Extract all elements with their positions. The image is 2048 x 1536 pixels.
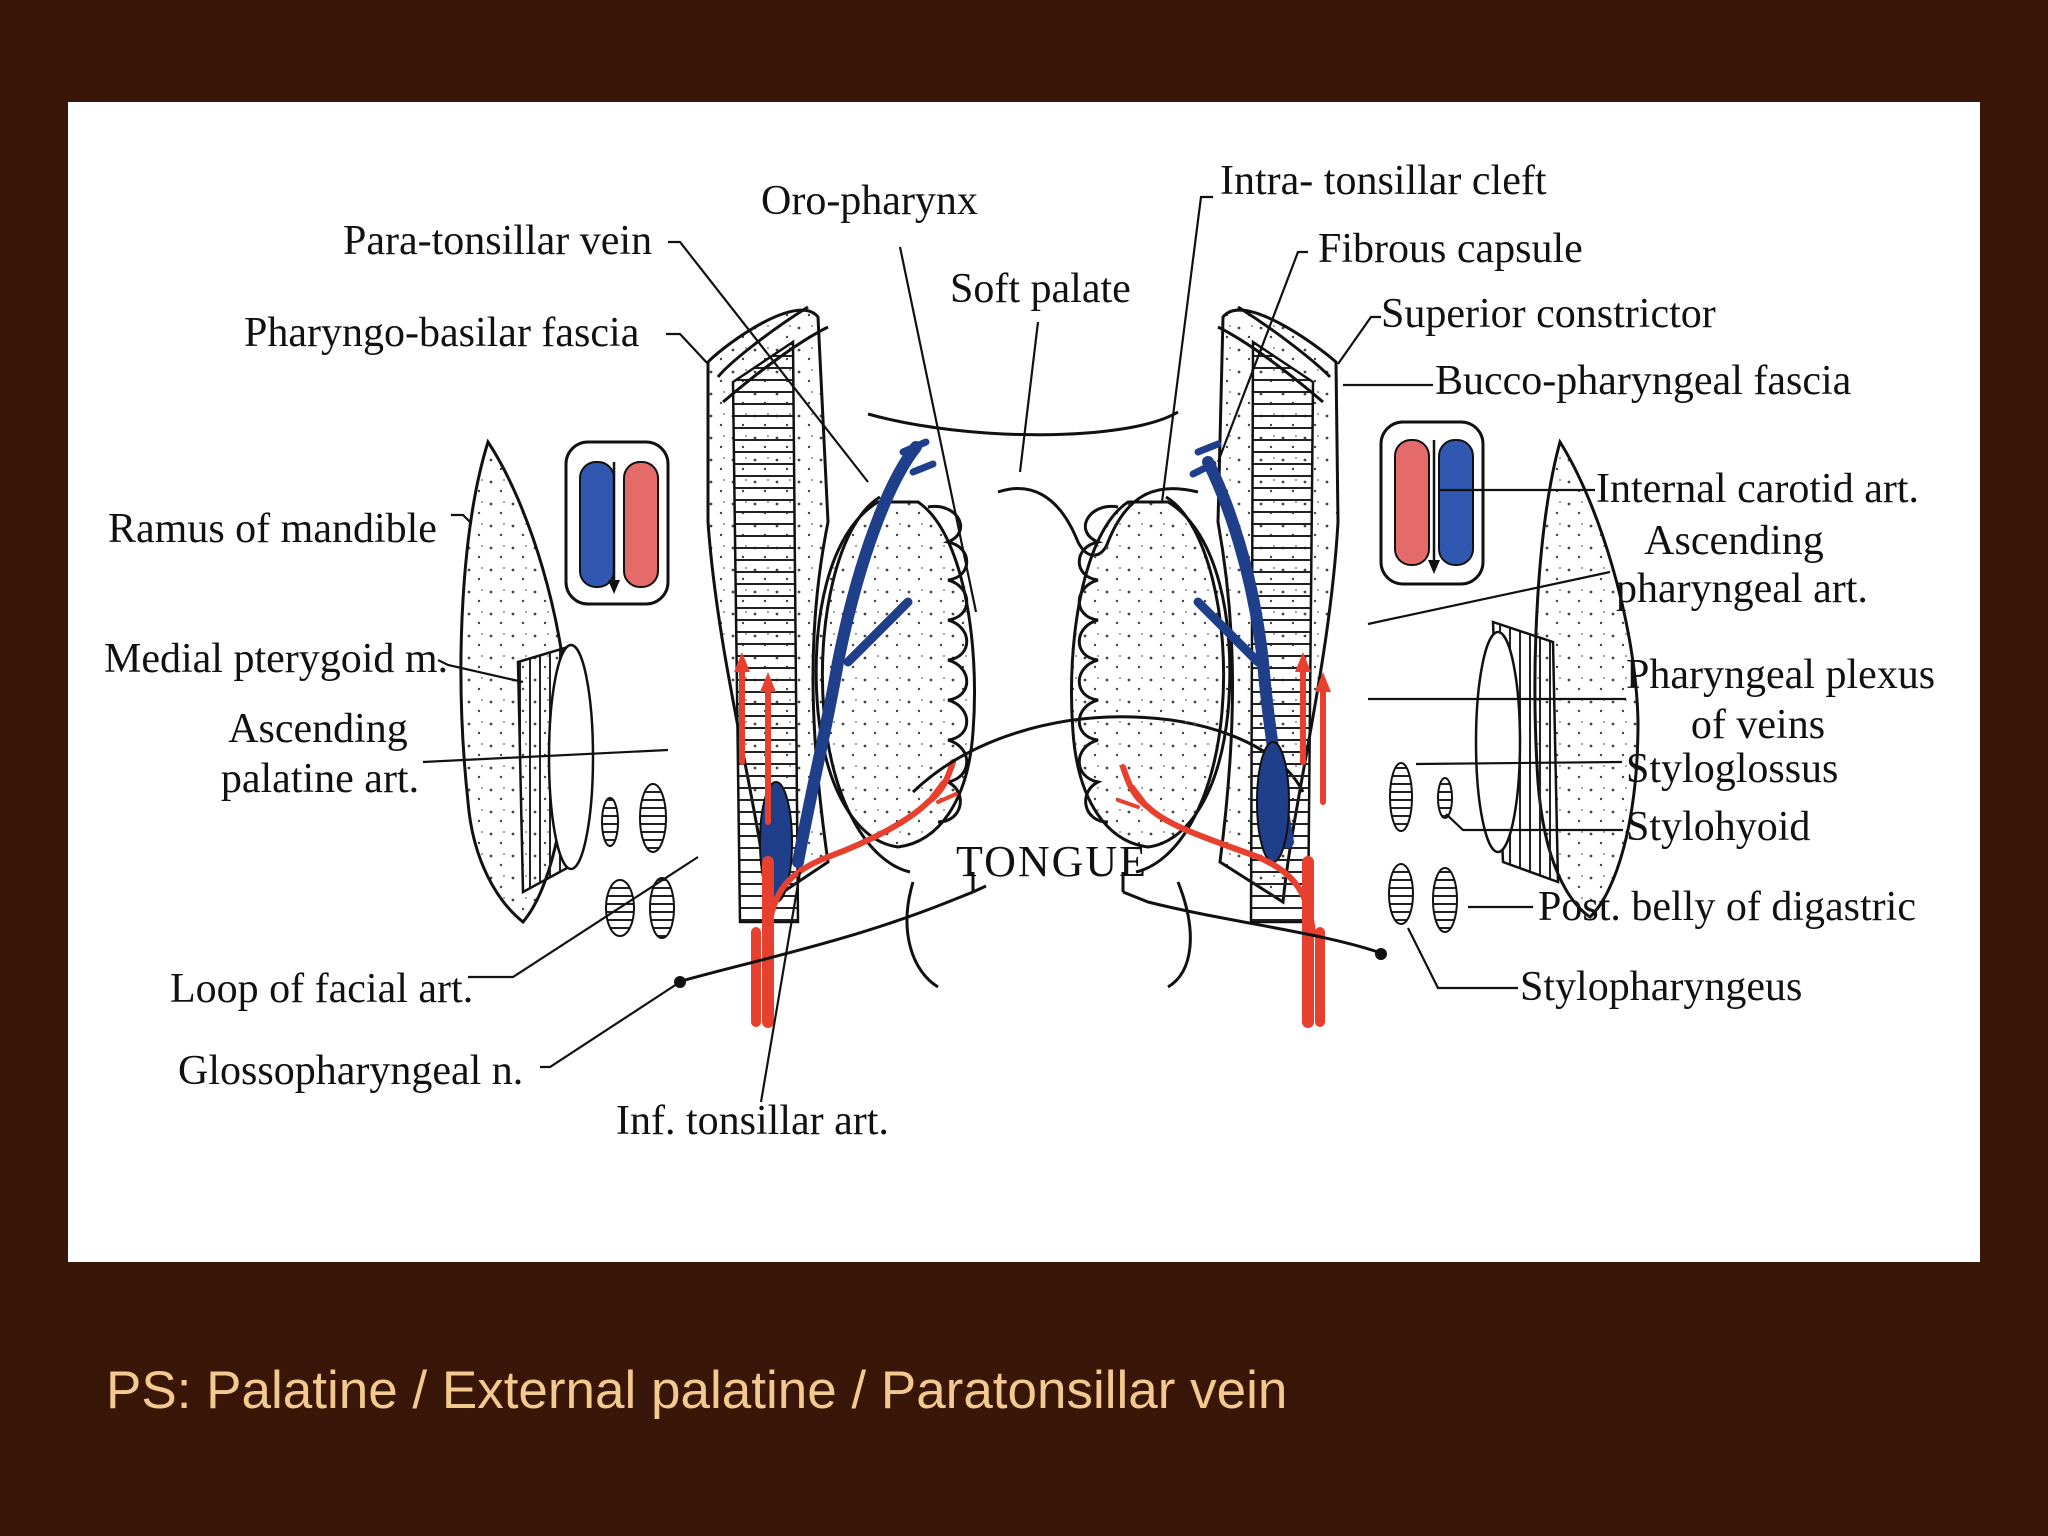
label-loop-of-facial-art: Loop of facial art.	[170, 966, 473, 1012]
label-oro-pharynx: Oro-pharynx	[761, 178, 978, 224]
right-side-structures	[1070, 305, 1640, 1028]
label-stylohyoid: Stylohyoid	[1626, 804, 1810, 850]
label-para-tonsillar-vein: Para-tonsillar vein	[343, 218, 652, 264]
left-side-structures	[459, 305, 987, 1028]
ramus-of-mandible-right	[1533, 438, 1640, 919]
label-soft-palate: Soft palate	[950, 266, 1131, 312]
label-ascending-palatine-1: Ascending	[228, 706, 408, 752]
veins-right	[1189, 440, 1294, 863]
label-inf-tonsillar-art: Inf. tonsillar art.	[616, 1098, 889, 1144]
label-stylopharyngeus: Stylopharyngeus	[1520, 964, 1802, 1010]
label-medial-pterygoid: Medial pterygoid m.	[104, 636, 448, 682]
arteries-left	[734, 652, 958, 1028]
label-styloglossus: Styloglossus	[1626, 746, 1838, 792]
label-ascending-pharyngeal-1: Ascending	[1644, 518, 1824, 564]
muscle-ovals-right	[1388, 762, 1458, 933]
label-ascending-palatine-2: palatine art.	[221, 756, 419, 802]
tonsil-bed-diagram: Para-tonsillar vein Pharyngo-basilar fas…	[104, 158, 1935, 1144]
label-superior-constrictor: Superior constrictor	[1381, 291, 1716, 337]
label-ascending-pharyngeal-2: pharyngeal art.	[1616, 566, 1868, 612]
label-pharyngeal-plexus-2: of veins	[1691, 702, 1825, 748]
diagram-labels: Para-tonsillar vein Pharyngo-basilar fas…	[104, 158, 1935, 1144]
leader-lines	[422, 195, 1626, 1103]
arteries-right	[1116, 652, 1331, 1028]
diagram-panel: Para-tonsillar vein Pharyngo-basilar fas…	[68, 102, 1980, 1262]
muscle-ovals-left	[601, 783, 675, 939]
carotid-cylinder-right	[1379, 420, 1485, 586]
label-internal-carotid-art: Internal carotid art.	[1596, 466, 1919, 512]
label-ramus-of-mandible: Ramus of mandible	[108, 506, 437, 552]
label-pharyngo-basilar-fascia: Pharyngo-basilar fascia	[244, 310, 640, 356]
soft-palate-arc	[867, 410, 1179, 437]
tonsil-right	[1070, 500, 1232, 849]
label-intra-tonsillar-cleft: Intra- tonsillar cleft	[1220, 158, 1547, 204]
slide-caption: PS: Palatine / External palatine / Parat…	[106, 1361, 1288, 1420]
label-tongue: TONGUE	[956, 837, 1148, 886]
label-bucco-pharyngeal-fascia: Bucco-pharyngeal fascia	[1435, 358, 1852, 404]
label-pharyngeal-plexus-1: Pharyngeal plexus	[1626, 652, 1935, 698]
label-glossopharyngeal-n: Glossopharyngeal n.	[178, 1048, 523, 1094]
label-fibrous-capsule: Fibrous capsule	[1318, 226, 1583, 272]
carotid-cylinder-left	[564, 440, 670, 606]
label-post-belly-of-digastric: Post. belly of digastric	[1538, 884, 1916, 930]
